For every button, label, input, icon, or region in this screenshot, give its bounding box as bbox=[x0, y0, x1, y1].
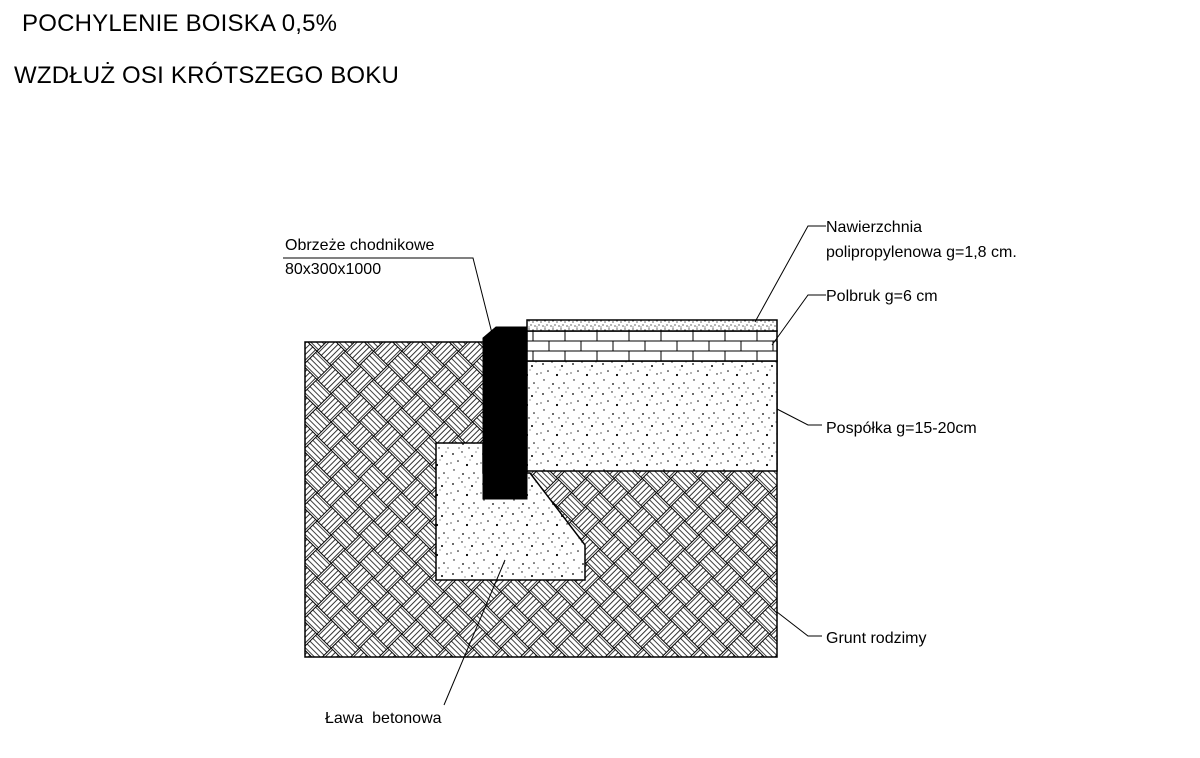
label-curb-size: 80x300x1000 bbox=[285, 261, 381, 278]
label-surface-name: Nawierzchnia bbox=[826, 219, 922, 236]
surface-layer bbox=[526, 319, 778, 332]
curb-block bbox=[482, 326, 528, 500]
label-subbase: Pospółka g=15-20cm bbox=[826, 420, 977, 437]
label-paving: Polbruk g=6 cm bbox=[826, 288, 938, 305]
title-line-1: POCHYLENIE BOISKA 0,5% bbox=[22, 10, 338, 37]
label-curb-name: Obrzeże chodnikowe bbox=[285, 237, 435, 254]
leader-subbase bbox=[776, 408, 822, 426]
subbase-layer bbox=[526, 360, 778, 472]
label-foundation: Ława betonowa bbox=[325, 710, 442, 727]
label-native-soil: Grunt rodzimy bbox=[826, 630, 926, 647]
leader-paving bbox=[771, 294, 826, 346]
title-line-2: WZDŁUŻ OSI KRÓTSZEGO BOKU bbox=[14, 62, 400, 89]
paving-layer bbox=[526, 330, 778, 362]
label-surface-thickness: polipropylenowa g=1,8 cm. bbox=[826, 244, 1017, 261]
leader-surface bbox=[754, 225, 826, 323]
leader-soil bbox=[776, 611, 822, 637]
leader-curb bbox=[283, 257, 527, 469]
leader-foundation bbox=[443, 559, 506, 706]
